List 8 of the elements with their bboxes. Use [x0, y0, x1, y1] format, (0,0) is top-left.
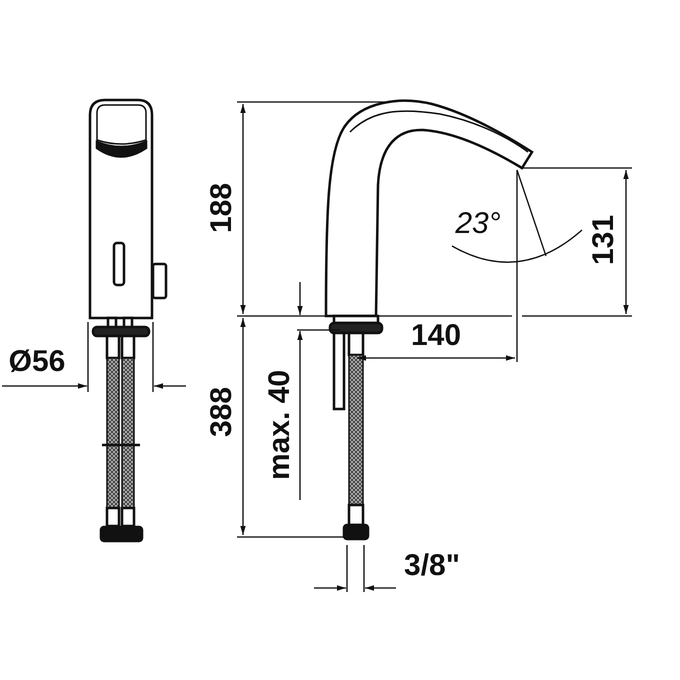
dimension-value: 188 [207, 182, 237, 234]
dimension-value: 3/8" [404, 551, 460, 581]
dimension-value: 388 [207, 386, 237, 438]
dimension-value: max. 40 [265, 370, 295, 480]
dimension-value: 140 [410, 321, 462, 351]
dimension-value: Ø56 [8, 347, 66, 377]
dimension-value: 131 [589, 214, 619, 266]
dimension-value: 23° [455, 209, 501, 239]
